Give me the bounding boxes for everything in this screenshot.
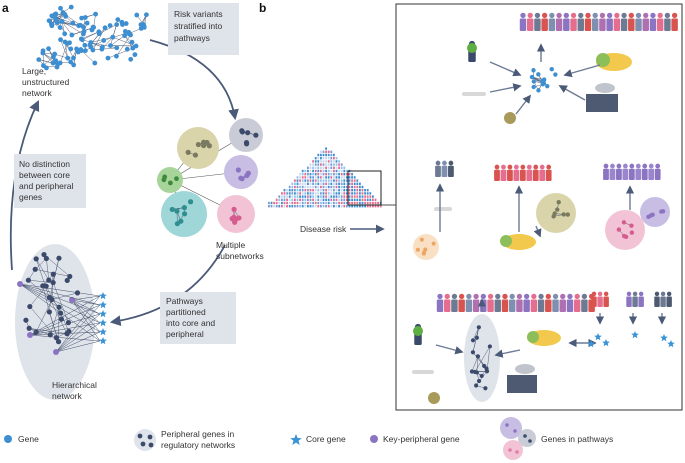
pathway-circle-olive bbox=[177, 127, 219, 169]
hierarchical-network bbox=[17, 251, 101, 355]
legend-core-star-icon bbox=[290, 434, 302, 445]
disease-risk-label: Disease risk bbox=[300, 224, 347, 234]
no-distinction-line-1: No distinction bbox=[19, 159, 70, 169]
legend-key-peripheral-label: Key-peripheral gene bbox=[383, 434, 460, 444]
large-unstructured-network bbox=[36, 4, 149, 71]
legend-pathways-icon bbox=[500, 417, 536, 460]
legend-core-label: Core gene bbox=[306, 434, 346, 444]
legend-peripheral-label-2: regulatory networks bbox=[161, 440, 235, 450]
pathway-circle-lilac bbox=[224, 155, 258, 189]
risk-box-line-1: Risk variants bbox=[174, 9, 223, 19]
no-distinction-line-2: between core bbox=[19, 170, 70, 180]
disease-risk-distribution bbox=[268, 147, 382, 208]
pathway-circle-green bbox=[157, 167, 183, 193]
legend-key-peripheral-icon bbox=[370, 435, 378, 443]
partitioned-line-2: partitioned bbox=[166, 307, 206, 317]
scene-middle-subgroups bbox=[413, 160, 670, 260]
partitioned-line-4: peripheral bbox=[166, 329, 204, 339]
hierarchical-network-ellipse bbox=[15, 244, 95, 400]
large-network-label-2: unstructured bbox=[22, 77, 70, 87]
pathway-circle-gray bbox=[229, 118, 263, 152]
pathways-partitioned-box bbox=[160, 292, 236, 344]
panel-label-b: b bbox=[259, 1, 266, 15]
multiple-subnetworks bbox=[157, 118, 263, 237]
risk-variants-box bbox=[168, 3, 239, 55]
partitioned-line-1: Pathways bbox=[166, 296, 203, 306]
panel-label-a: a bbox=[2, 1, 9, 15]
no-distinction-box bbox=[14, 154, 86, 208]
pathway-circle-pink bbox=[217, 195, 255, 233]
no-distinction-line-3: and peripheral bbox=[19, 181, 73, 191]
large-network-label-1: Large, bbox=[22, 66, 46, 76]
legend-gene-label: Gene bbox=[18, 434, 39, 444]
core-gene-stars bbox=[99, 292, 107, 345]
legend-peripheral-label-1: Peripheral genes in bbox=[161, 429, 235, 439]
legend-peripheral-icon bbox=[134, 429, 156, 451]
no-distinction-line-4: genes bbox=[19, 192, 42, 202]
arrow-to-subnetworks bbox=[149, 39, 239, 121]
partitioned-line-3: into core and bbox=[166, 318, 215, 328]
large-network-label-3: network bbox=[22, 88, 53, 98]
panel-b-frame bbox=[395, 3, 683, 411]
scene-bottom-core-peripheral bbox=[412, 291, 675, 404]
risk-box-line-3: pathways bbox=[174, 33, 210, 43]
risk-box-line-2: stratified into bbox=[174, 21, 222, 31]
legend-gene-icon bbox=[4, 435, 12, 443]
legend-pathways-label: Genes in pathways bbox=[541, 434, 613, 444]
hierarchical-label-1: Hierarchical bbox=[52, 380, 97, 390]
multiple-label-2: subnetworks bbox=[216, 251, 264, 261]
scene-top-environment bbox=[462, 12, 678, 124]
legend: Gene Peripheral genes in regulatory netw… bbox=[4, 417, 613, 460]
multiple-label-1: Multiple bbox=[216, 240, 246, 250]
hierarchical-label-2: network bbox=[52, 391, 83, 401]
distribution-tail-highlight bbox=[347, 170, 382, 206]
